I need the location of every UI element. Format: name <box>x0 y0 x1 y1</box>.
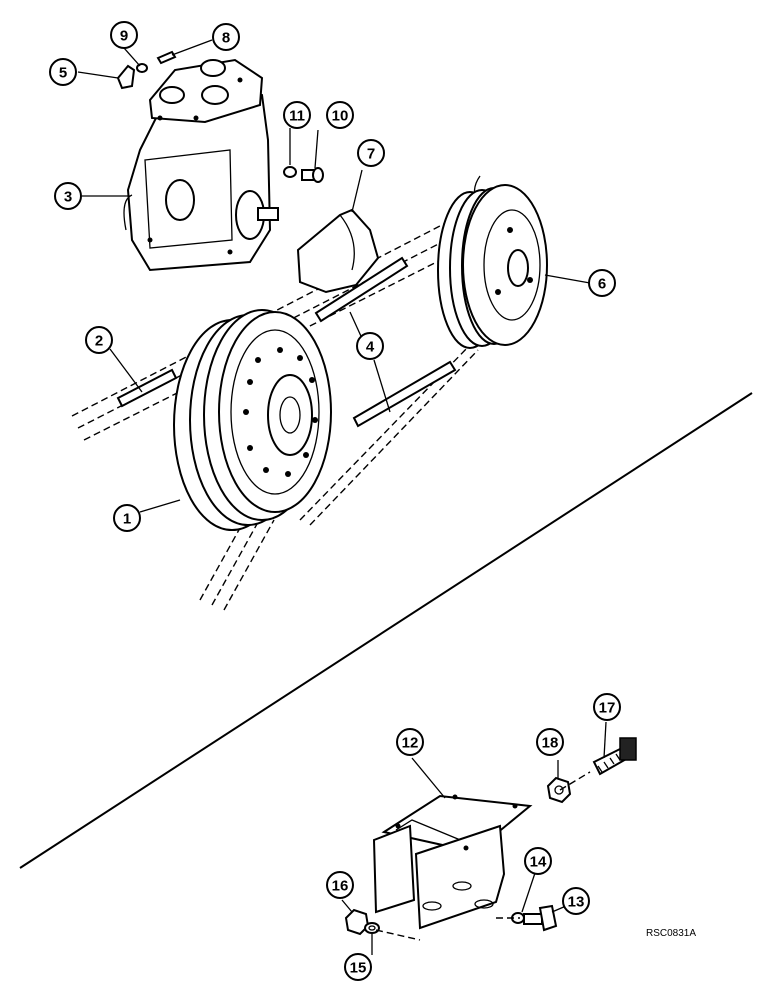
callout-circle <box>326 101 354 129</box>
callout-14: 14 <box>524 847 552 875</box>
drive-pulley <box>173 309 332 531</box>
callout-number: 6 <box>598 276 606 293</box>
ac-compressor <box>123 58 279 272</box>
callout-16: 16 <box>326 871 354 899</box>
callout-number: 3 <box>64 189 72 206</box>
callout-circle <box>85 326 113 354</box>
callout-5: 5 <box>49 58 77 86</box>
callout-18: 18 <box>536 728 564 756</box>
leader-lines-lower <box>341 721 607 955</box>
callout-2: 2 <box>85 326 113 354</box>
leader-lines <box>77 39 591 513</box>
callout-circle <box>396 728 424 756</box>
callout-number: 4 <box>366 339 375 356</box>
washer-part-15 <box>364 922 380 934</box>
callout-number: 17 <box>599 700 616 717</box>
callout-circle <box>562 887 590 915</box>
bolt-part-17 <box>592 737 637 776</box>
clip-part-5 <box>116 64 136 90</box>
callout-15: 15 <box>344 953 372 981</box>
callout-circle <box>212 23 240 51</box>
callout-11: 11 <box>283 101 311 129</box>
callout-number: 8 <box>222 30 230 47</box>
callout-number: 9 <box>120 28 128 45</box>
screw-part-8 <box>156 50 177 65</box>
nut-part-18 <box>546 776 572 804</box>
callout-10: 10 <box>326 101 354 129</box>
bolt-part-13 <box>523 904 558 932</box>
callout-circle <box>54 182 82 210</box>
callout-4: 4 <box>356 332 384 360</box>
callout-number: 5 <box>59 65 67 82</box>
callout-circle <box>326 871 354 899</box>
callout-number: 13 <box>568 894 585 911</box>
washer-part-11 <box>283 166 297 178</box>
callout-13: 13 <box>562 887 590 915</box>
callout-number: 14 <box>530 854 547 871</box>
section-divider-line <box>19 392 753 869</box>
bracket-dash-line <box>375 771 591 941</box>
callout-number: 18 <box>542 735 559 752</box>
callout-3: 3 <box>54 182 82 210</box>
bracket-assembly <box>372 794 533 930</box>
callout-6: 6 <box>588 269 616 297</box>
belt-segment-2 <box>116 368 178 408</box>
bolt-part-10 <box>301 167 324 183</box>
callout-1: 1 <box>113 504 141 532</box>
callout-9: 9 <box>110 21 138 49</box>
callout-number: 11 <box>289 108 305 125</box>
compressor-pulley <box>437 184 548 349</box>
callout-circle <box>283 101 311 129</box>
callout-circle <box>524 847 552 875</box>
callout-number: 10 <box>332 108 349 125</box>
callout-number: 1 <box>123 511 131 528</box>
callout-number: 7 <box>367 146 375 163</box>
callout-12: 12 <box>396 728 424 756</box>
callout-8: 8 <box>212 23 240 51</box>
callout-circle <box>49 58 77 86</box>
callout-number: 15 <box>350 960 367 977</box>
callout-circle <box>113 504 141 532</box>
callout-17: 17 <box>593 693 621 721</box>
callout-circle <box>344 953 372 981</box>
callout-circle <box>588 269 616 297</box>
callout-number: 16 <box>332 878 349 895</box>
belt-guard <box>296 208 380 294</box>
callout-circle <box>356 332 384 360</box>
callout-circle <box>357 139 385 167</box>
belt-segment-4 <box>314 256 457 428</box>
callout-circle <box>536 728 564 756</box>
callout-number: 2 <box>95 333 103 350</box>
reference-code: RSC0831A <box>646 928 696 939</box>
callout-7: 7 <box>357 139 385 167</box>
callout-number: 12 <box>402 735 419 752</box>
callout-circle <box>110 21 138 49</box>
callout-circle <box>593 693 621 721</box>
